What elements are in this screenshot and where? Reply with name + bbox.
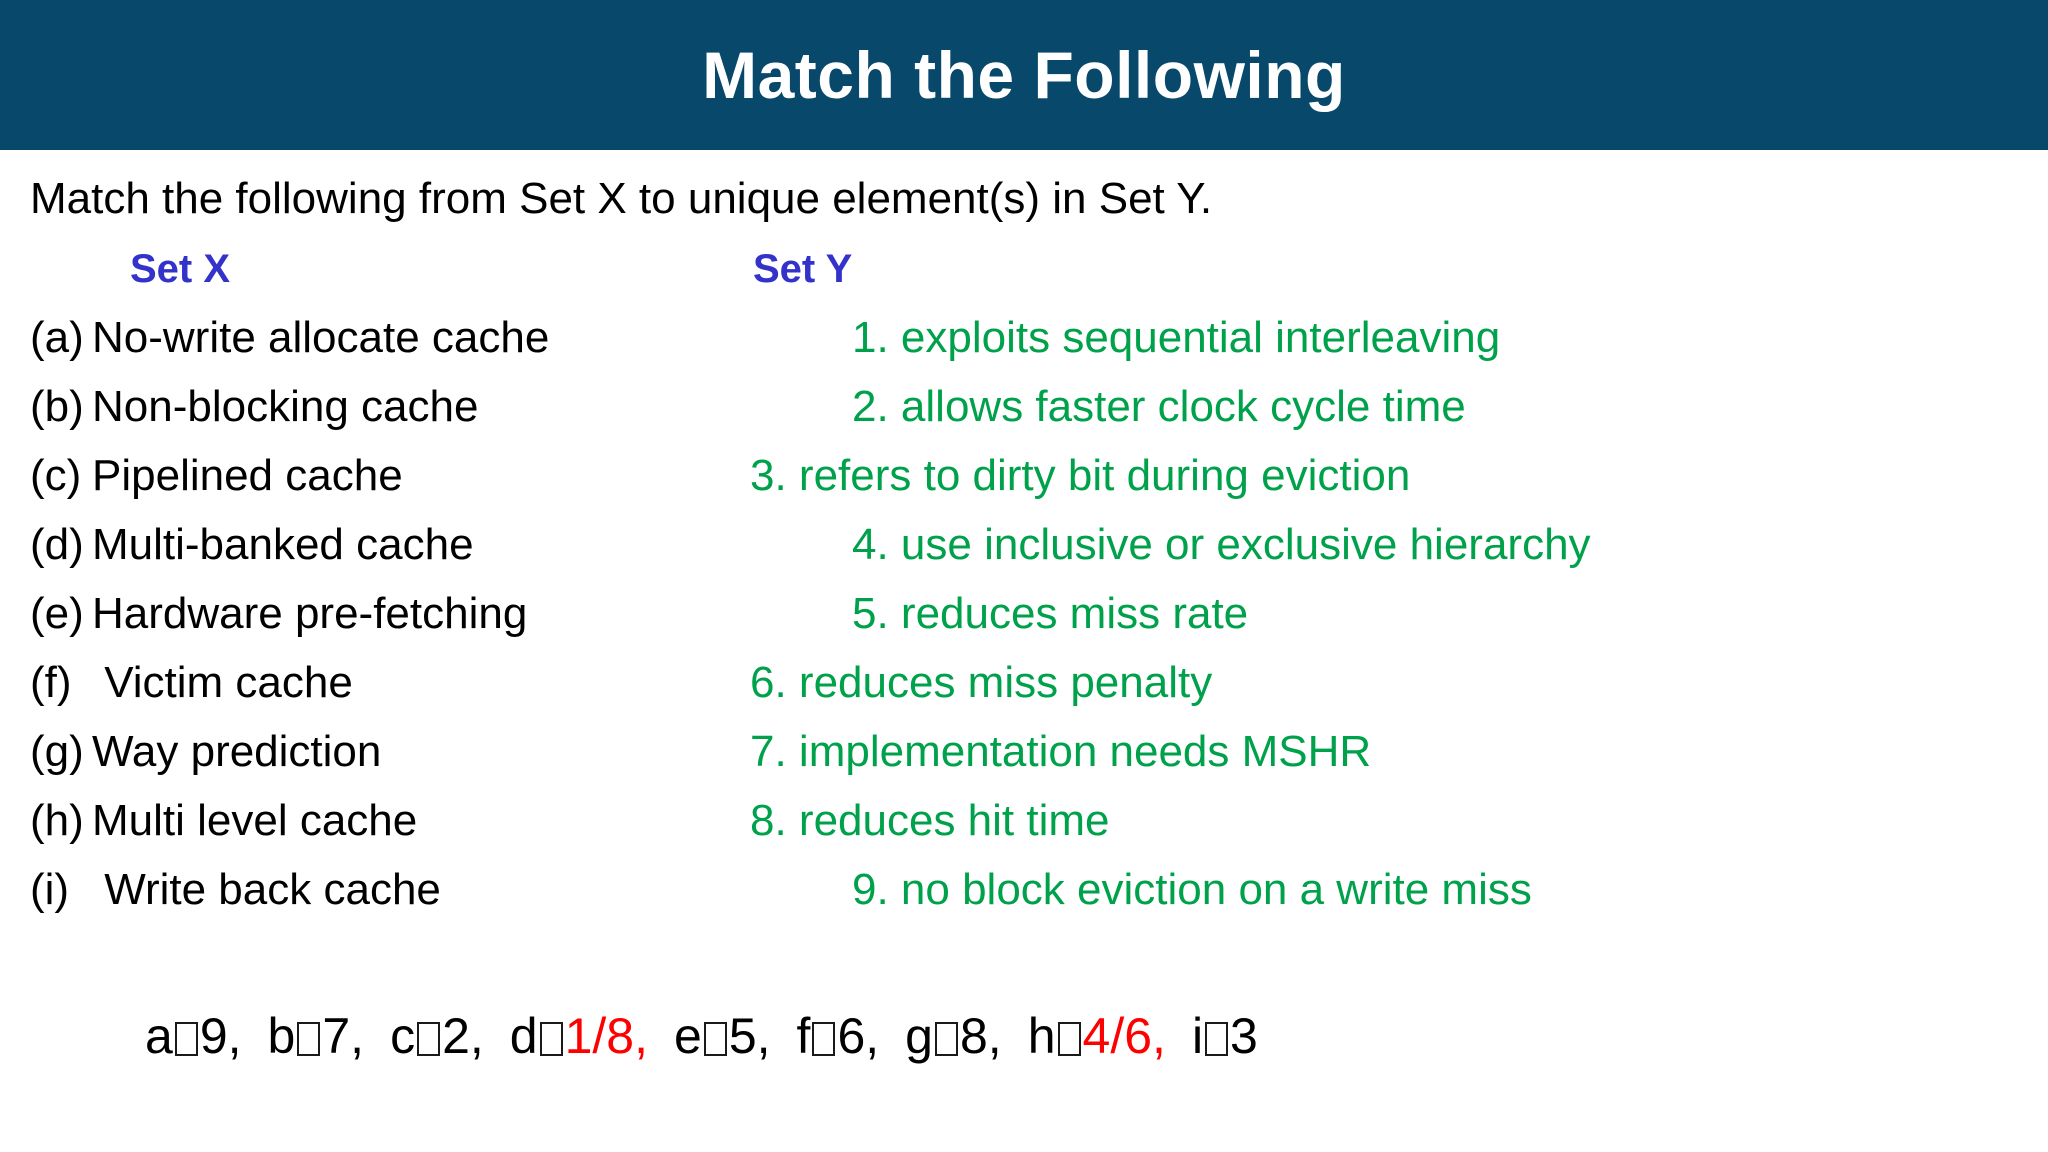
answer-pair-to: 6: [837, 1008, 866, 1064]
match-row: (e)Hardware pre-fetching 5. reduces miss …: [0, 586, 2048, 655]
match-row: (a)No-write allocate cache 1. exploits se…: [0, 310, 2048, 379]
set-x-item-label: (d): [30, 520, 84, 569]
answer-pair-separator: ,: [634, 1008, 649, 1064]
set-x-item-label: (g): [30, 727, 84, 776]
set-y-item: 2. allows faster clock cycle time: [852, 382, 1466, 431]
set-x-item-label: (f): [30, 658, 72, 707]
set-x-item-text: Non-blocking cache: [92, 382, 479, 431]
set-x-item-label: (a): [30, 313, 84, 362]
set-x-item: (f) Victim cache: [30, 655, 353, 711]
set-x-item: (d)Multi-banked cache: [30, 517, 474, 573]
answer-pair-from: g: [905, 1008, 933, 1064]
arrow-icon: [297, 1022, 321, 1056]
arrow-icon: [934, 1022, 958, 1056]
answer-pair-from: h: [1027, 1008, 1056, 1064]
answer-pair-from: d: [509, 1008, 538, 1064]
set-y-item: 7. implementation needs MSHR: [750, 727, 1372, 776]
set-y-item: 4. use inclusive or exclusive hierarchy: [852, 520, 1591, 569]
arrow-icon: [812, 1022, 836, 1056]
answer-pair-to: 9: [199, 1008, 228, 1064]
set-x-item: (c)Pipelined cache: [30, 448, 403, 504]
set-x-item: (e)Hardware pre-fetching: [30, 586, 527, 642]
set-x-item-label: (b): [30, 382, 84, 431]
match-row: (f) Victim cache 6. reduces miss penalty: [0, 655, 2048, 724]
answer-pair-separator: ,: [987, 1008, 1002, 1064]
set-y-item: 9. no block eviction on a write miss: [852, 865, 1532, 914]
set-x-item: (b)Non-blocking cache: [30, 379, 478, 435]
set-x-item: (g)Way prediction: [30, 724, 381, 780]
match-row: (d)Multi-banked cache 4. use inclusive or…: [0, 517, 2048, 586]
answer-pair-from: b: [267, 1008, 296, 1064]
answer-pair-to: 3: [1230, 1008, 1258, 1064]
match-row: (c)Pipelined cache 3. refers to dirty bit…: [0, 448, 2048, 517]
set-x-item-label: (h): [30, 796, 84, 845]
answer-pair-from: e: [674, 1008, 702, 1064]
answer-pair-to: 2: [442, 1008, 470, 1064]
set-x-item-label: (c): [30, 451, 82, 500]
answer-pair-to: 4/6: [1082, 1008, 1153, 1064]
answer-pair: h 4/6,: [1028, 1005, 1166, 1067]
set-y-heading: Set Y: [753, 247, 853, 291]
answer-pair-from: f: [796, 1008, 811, 1064]
arrow-icon: [417, 1022, 441, 1056]
match-row: (i) Write back cache 9. no block eviction…: [0, 862, 2048, 931]
set-x-item: (i) Write back cache: [30, 862, 441, 918]
set-x-item-text: Multi-banked cache: [92, 520, 474, 569]
set-y-item: 3. refers to dirty bit during eviction: [750, 451, 1411, 500]
set-x-item-text: Write back cache: [92, 865, 441, 914]
answer-pair-to: 7: [322, 1008, 351, 1064]
set-x-item: (a)No-write allocate cache: [30, 310, 549, 366]
answer-pair-separator: ,: [350, 1008, 365, 1064]
set-x-item-text: Multi level cache: [92, 796, 418, 845]
set-y-item: 6. reduces miss penalty: [750, 658, 1213, 707]
set-x-item-text: Way prediction: [92, 727, 382, 776]
match-rows: (a)No-write allocate cache 1. exploits se…: [0, 310, 2048, 931]
set-y-item: 5. reduces miss rate: [852, 589, 1249, 638]
set-x-item: (h)Multi level cache: [30, 793, 417, 849]
arrow-icon: [539, 1022, 563, 1056]
answer-pair-from: i: [1191, 1008, 1204, 1064]
instruction-text: Match the following from Set X to unique…: [30, 174, 1213, 223]
match-row: (b)Non-blocking cache 2. allows faster cl…: [0, 379, 2048, 448]
answer-pair: d 1/8,: [510, 1005, 648, 1067]
set-y-item: 1. exploits sequential interleaving: [852, 313, 1501, 362]
answer-pair-separator: ,: [227, 1008, 242, 1064]
match-row: (h)Multi level cache 8. reduces hit time: [0, 793, 2048, 862]
answer-pair-from: c: [390, 1008, 416, 1064]
answer-pair-separator: ,: [865, 1008, 880, 1064]
arrow-icon: [703, 1022, 727, 1056]
match-row: (g)Way prediction 7. implementation needs…: [0, 724, 2048, 793]
arrow-icon: [1057, 1022, 1081, 1056]
set-x-item-text: Hardware pre-fetching: [92, 589, 528, 638]
title-bar: Match the Following: [0, 0, 2048, 150]
answer-pair-separator: ,: [1152, 1008, 1166, 1064]
set-y-item: 8. reduces hit time: [750, 796, 1110, 845]
set-x-item-text: Victim cache: [92, 658, 353, 707]
answer-pair-separator: ,: [469, 1008, 484, 1064]
set-x-item-text: Pipelined cache: [92, 451, 403, 500]
page-title: Match the Following: [702, 38, 1346, 112]
answer-pair-from: a: [145, 1008, 173, 1064]
set-x-item-label: (i): [30, 865, 70, 914]
set-x-heading: Set X: [130, 247, 231, 291]
answer-pair-to: 1/8: [564, 1008, 635, 1064]
set-x-item-text: No-write allocate cache: [92, 313, 550, 362]
arrow-icon: [1205, 1022, 1229, 1056]
answer-pair-to: 5: [728, 1008, 757, 1064]
answer-pair-separator: ,: [756, 1008, 771, 1064]
set-x-item-label: (e): [30, 589, 84, 638]
answer-pair-to: 8: [959, 1008, 988, 1064]
arrow-icon: [174, 1022, 198, 1056]
